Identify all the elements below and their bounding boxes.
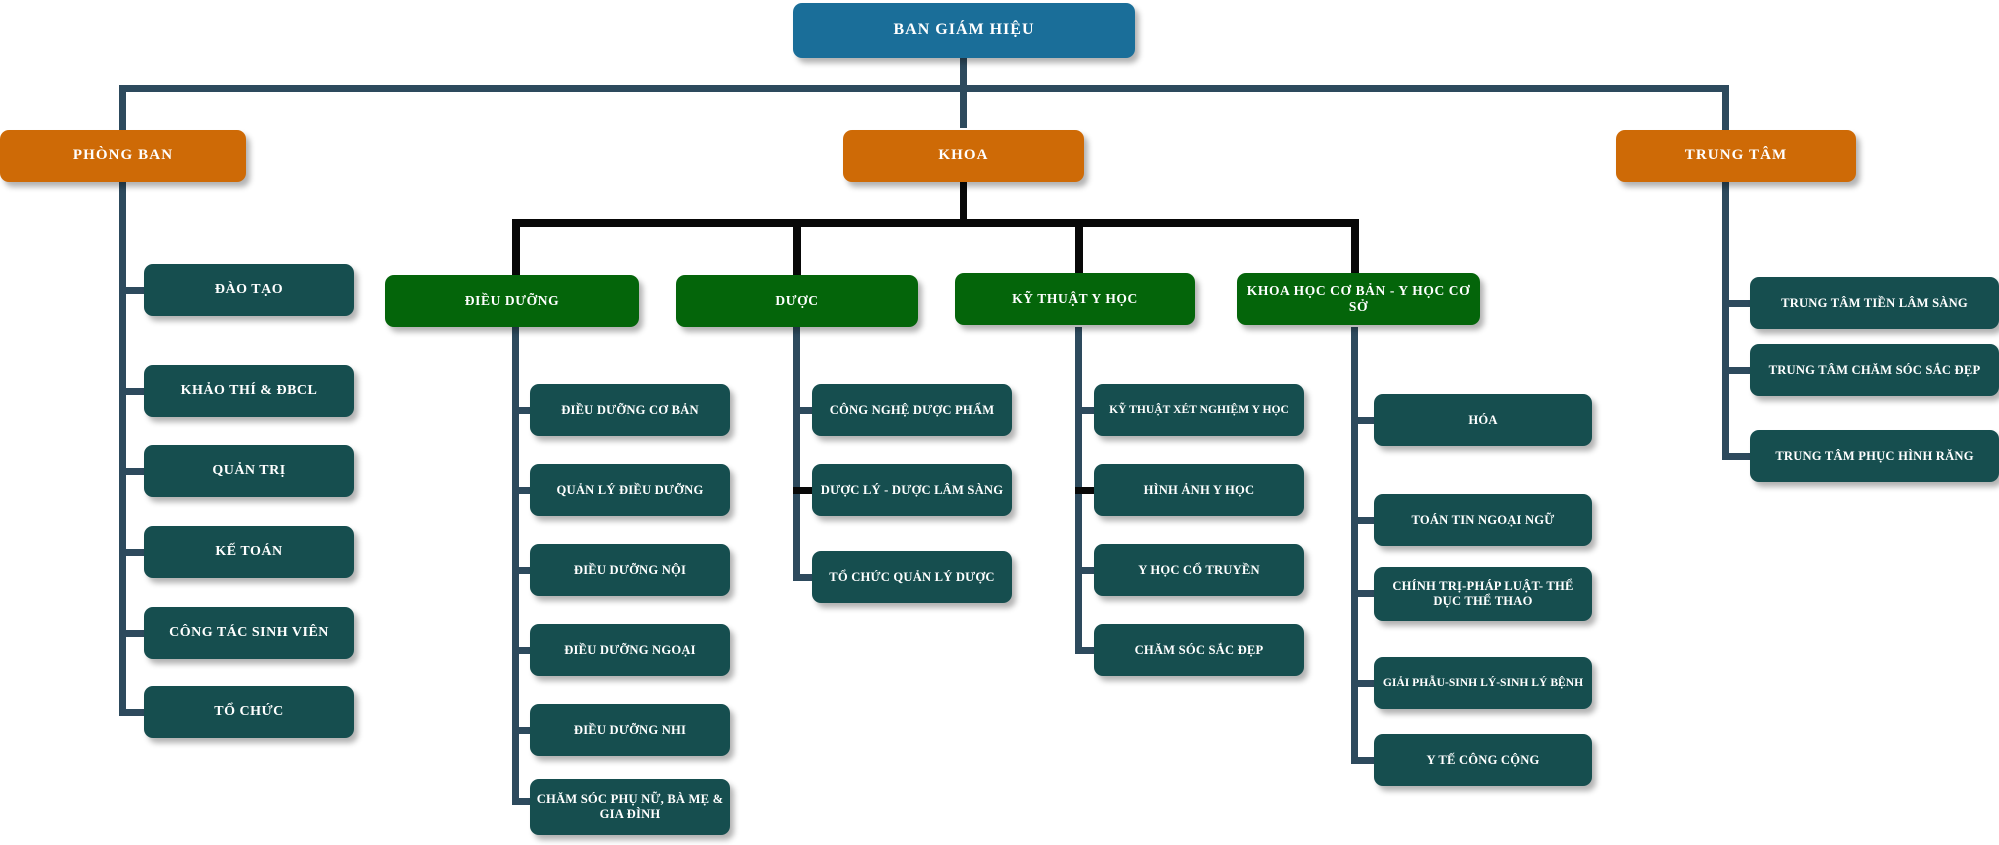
connector-spine-duoc bbox=[793, 327, 800, 581]
connector-stub-congtacsv bbox=[119, 630, 146, 637]
node-dieu-duong[interactable]: ĐIỀU DƯỠNG bbox=[385, 275, 639, 327]
connector-khoa-drop-kythuat bbox=[1075, 219, 1083, 279]
connector-stub-tt-2 bbox=[1722, 367, 1752, 374]
connector-spine-dieuduong bbox=[512, 327, 519, 805]
node-duoc[interactable]: DƯỢC bbox=[676, 275, 918, 327]
connector-stub-tt-1 bbox=[1722, 300, 1752, 307]
leaf-duoc-ly-duoc-lam-sang[interactable]: DƯỢC LÝ - DƯỢC LÂM SÀNG bbox=[812, 464, 1012, 516]
leaf-dieu-duong-co-ban[interactable]: ĐIỀU DƯỠNG CƠ BẢN bbox=[530, 384, 730, 436]
connector-stub-duoc-1 bbox=[793, 407, 814, 414]
connector-stub-kt-2 bbox=[1075, 487, 1096, 494]
leaf-to-chuc[interactable]: TỔ CHỨC bbox=[144, 686, 354, 738]
connector-spine-khcb bbox=[1351, 327, 1358, 761]
leaf-dieu-duong-ngoai[interactable]: ĐIỀU DƯỠNG NGOẠI bbox=[530, 624, 730, 676]
connector-khoa-stem bbox=[960, 182, 967, 222]
connector-khoa-bus bbox=[512, 219, 1359, 227]
leaf-y-te-cong-cong[interactable]: Y TẾ CÔNG CỘNG bbox=[1374, 734, 1592, 786]
leaf-khao-thi-dbcl[interactable]: KHẢO THÍ & ĐBCL bbox=[144, 365, 354, 417]
connector-trungtam-trunk bbox=[1722, 85, 1729, 460]
leaf-trung-tam-cham-soc-sac-dep[interactable]: TRUNG TÂM CHĂM SÓC SẮC ĐẸP bbox=[1750, 344, 1999, 396]
connector-khoa-drop-dieuduong bbox=[512, 219, 520, 279]
leaf-to-chuc-quan-ly-duoc[interactable]: TỔ CHỨC QUẢN LÝ DƯỢC bbox=[812, 551, 1012, 603]
connector-stub-duoc-2 bbox=[793, 487, 814, 494]
connector-stub-dd-5 bbox=[512, 727, 532, 734]
connector-khoa-drop-khcb bbox=[1351, 219, 1359, 279]
connector-stub-dd-1 bbox=[512, 407, 532, 414]
connector-stub-kt-3 bbox=[1075, 567, 1096, 574]
node-phong-ban[interactable]: PHÒNG BAN bbox=[0, 130, 246, 182]
leaf-trung-tam-tien-lam-sang[interactable]: TRUNG TÂM TIỀN LÂM SÀNG bbox=[1750, 277, 1999, 329]
leaf-chinh-tri-phap-luat[interactable]: CHÍNH TRỊ-PHÁP LUẬT- THỂ DỤC THỂ THAO bbox=[1374, 567, 1592, 621]
connector-stub-dd-4 bbox=[512, 647, 532, 654]
leaf-dao-tao[interactable]: ĐÀO TẠO bbox=[144, 264, 354, 316]
leaf-quan-tri[interactable]: QUẢN TRỊ bbox=[144, 445, 354, 497]
leaf-toan-tin-ngoai-ngu[interactable]: TOÁN TIN NGOẠI NGỮ bbox=[1374, 494, 1592, 546]
connector-stub-khaothi bbox=[119, 388, 146, 395]
connector-stub-dd-3 bbox=[512, 567, 532, 574]
leaf-cham-soc-phu-nu[interactable]: CHĂM SÓC PHỤ NỮ, BÀ MẸ & GIA ĐÌNH bbox=[530, 779, 730, 835]
leaf-cong-nghe-duoc-pham[interactable]: CÔNG NGHỆ DƯỢC PHẨM bbox=[812, 384, 1012, 436]
node-trung-tam[interactable]: TRUNG TÂM bbox=[1616, 130, 1856, 182]
leaf-ke-toan[interactable]: KẾ TOÁN bbox=[144, 526, 354, 578]
connector-stub-dd-2 bbox=[512, 487, 532, 494]
connector-stub-quantri bbox=[119, 468, 146, 475]
leaf-quan-ly-dieu-duong[interactable]: QUẢN LÝ ĐIỀU DƯỠNG bbox=[530, 464, 730, 516]
connector-stub-duoc-3 bbox=[793, 574, 814, 581]
node-khoa-hoc-co-ban[interactable]: KHOA HỌC CƠ BẢN - Y HỌC CƠ SỞ bbox=[1237, 273, 1480, 325]
connector-stub-dd-6 bbox=[512, 798, 532, 805]
node-ban-giam-hieu[interactable]: BAN GIÁM HIỆU bbox=[793, 3, 1135, 58]
connector-root-stem bbox=[960, 57, 967, 87]
leaf-trung-tam-phuc-hinh-rang[interactable]: TRUNG TÂM PHỤC HÌNH RĂNG bbox=[1750, 430, 1999, 482]
leaf-cham-soc-sac-dep-kt[interactable]: CHĂM SÓC SẮC ĐẸP bbox=[1094, 624, 1304, 676]
leaf-y-hoc-co-truyen[interactable]: Y HỌC CỔ TRUYỀN bbox=[1094, 544, 1304, 596]
leaf-giai-phau-sinh-ly[interactable]: GIẢI PHẪU-SINH LÝ-SINH LÝ BỆNH bbox=[1374, 657, 1592, 709]
connector-stub-khcb-3 bbox=[1351, 590, 1376, 597]
connector-khoa-drop-duoc bbox=[793, 219, 801, 279]
leaf-hinh-anh-y-hoc[interactable]: HÌNH ẢNH Y HỌC bbox=[1094, 464, 1304, 516]
connector-stub-khcb-5 bbox=[1351, 757, 1376, 764]
connector-stub-kt-4 bbox=[1075, 647, 1096, 654]
leaf-cong-tac-sinh-vien[interactable]: CÔNG TÁC SINH VIÊN bbox=[144, 607, 354, 659]
connector-main-bus bbox=[119, 85, 1729, 92]
connector-stub-khcb-2 bbox=[1351, 517, 1376, 524]
leaf-ky-thuat-xet-nghiem[interactable]: KỸ THUẬT XÉT NGHIỆM Y HỌC bbox=[1094, 384, 1304, 436]
node-khoa[interactable]: KHOA bbox=[843, 130, 1084, 182]
connector-stub-tt-3 bbox=[1722, 453, 1752, 460]
leaf-hoa[interactable]: HÓA bbox=[1374, 394, 1592, 446]
connector-stub-tochuc bbox=[119, 709, 146, 716]
connector-khoa-drop bbox=[960, 85, 967, 128]
connector-phongban-trunk bbox=[119, 85, 126, 715]
node-ky-thuat-y-hoc[interactable]: KỸ THUẬT Y HỌC bbox=[955, 273, 1195, 325]
connector-stub-khcb-1 bbox=[1351, 417, 1376, 424]
connector-stub-ketoan bbox=[119, 549, 146, 556]
leaf-dieu-duong-noi[interactable]: ĐIỀU DƯỠNG NỘI bbox=[530, 544, 730, 596]
connector-stub-kt-1 bbox=[1075, 407, 1096, 414]
connector-stub-daotao bbox=[119, 287, 146, 294]
leaf-dieu-duong-nhi[interactable]: ĐIỀU DƯỠNG NHI bbox=[530, 704, 730, 756]
connector-stub-khcb-4 bbox=[1351, 680, 1376, 687]
